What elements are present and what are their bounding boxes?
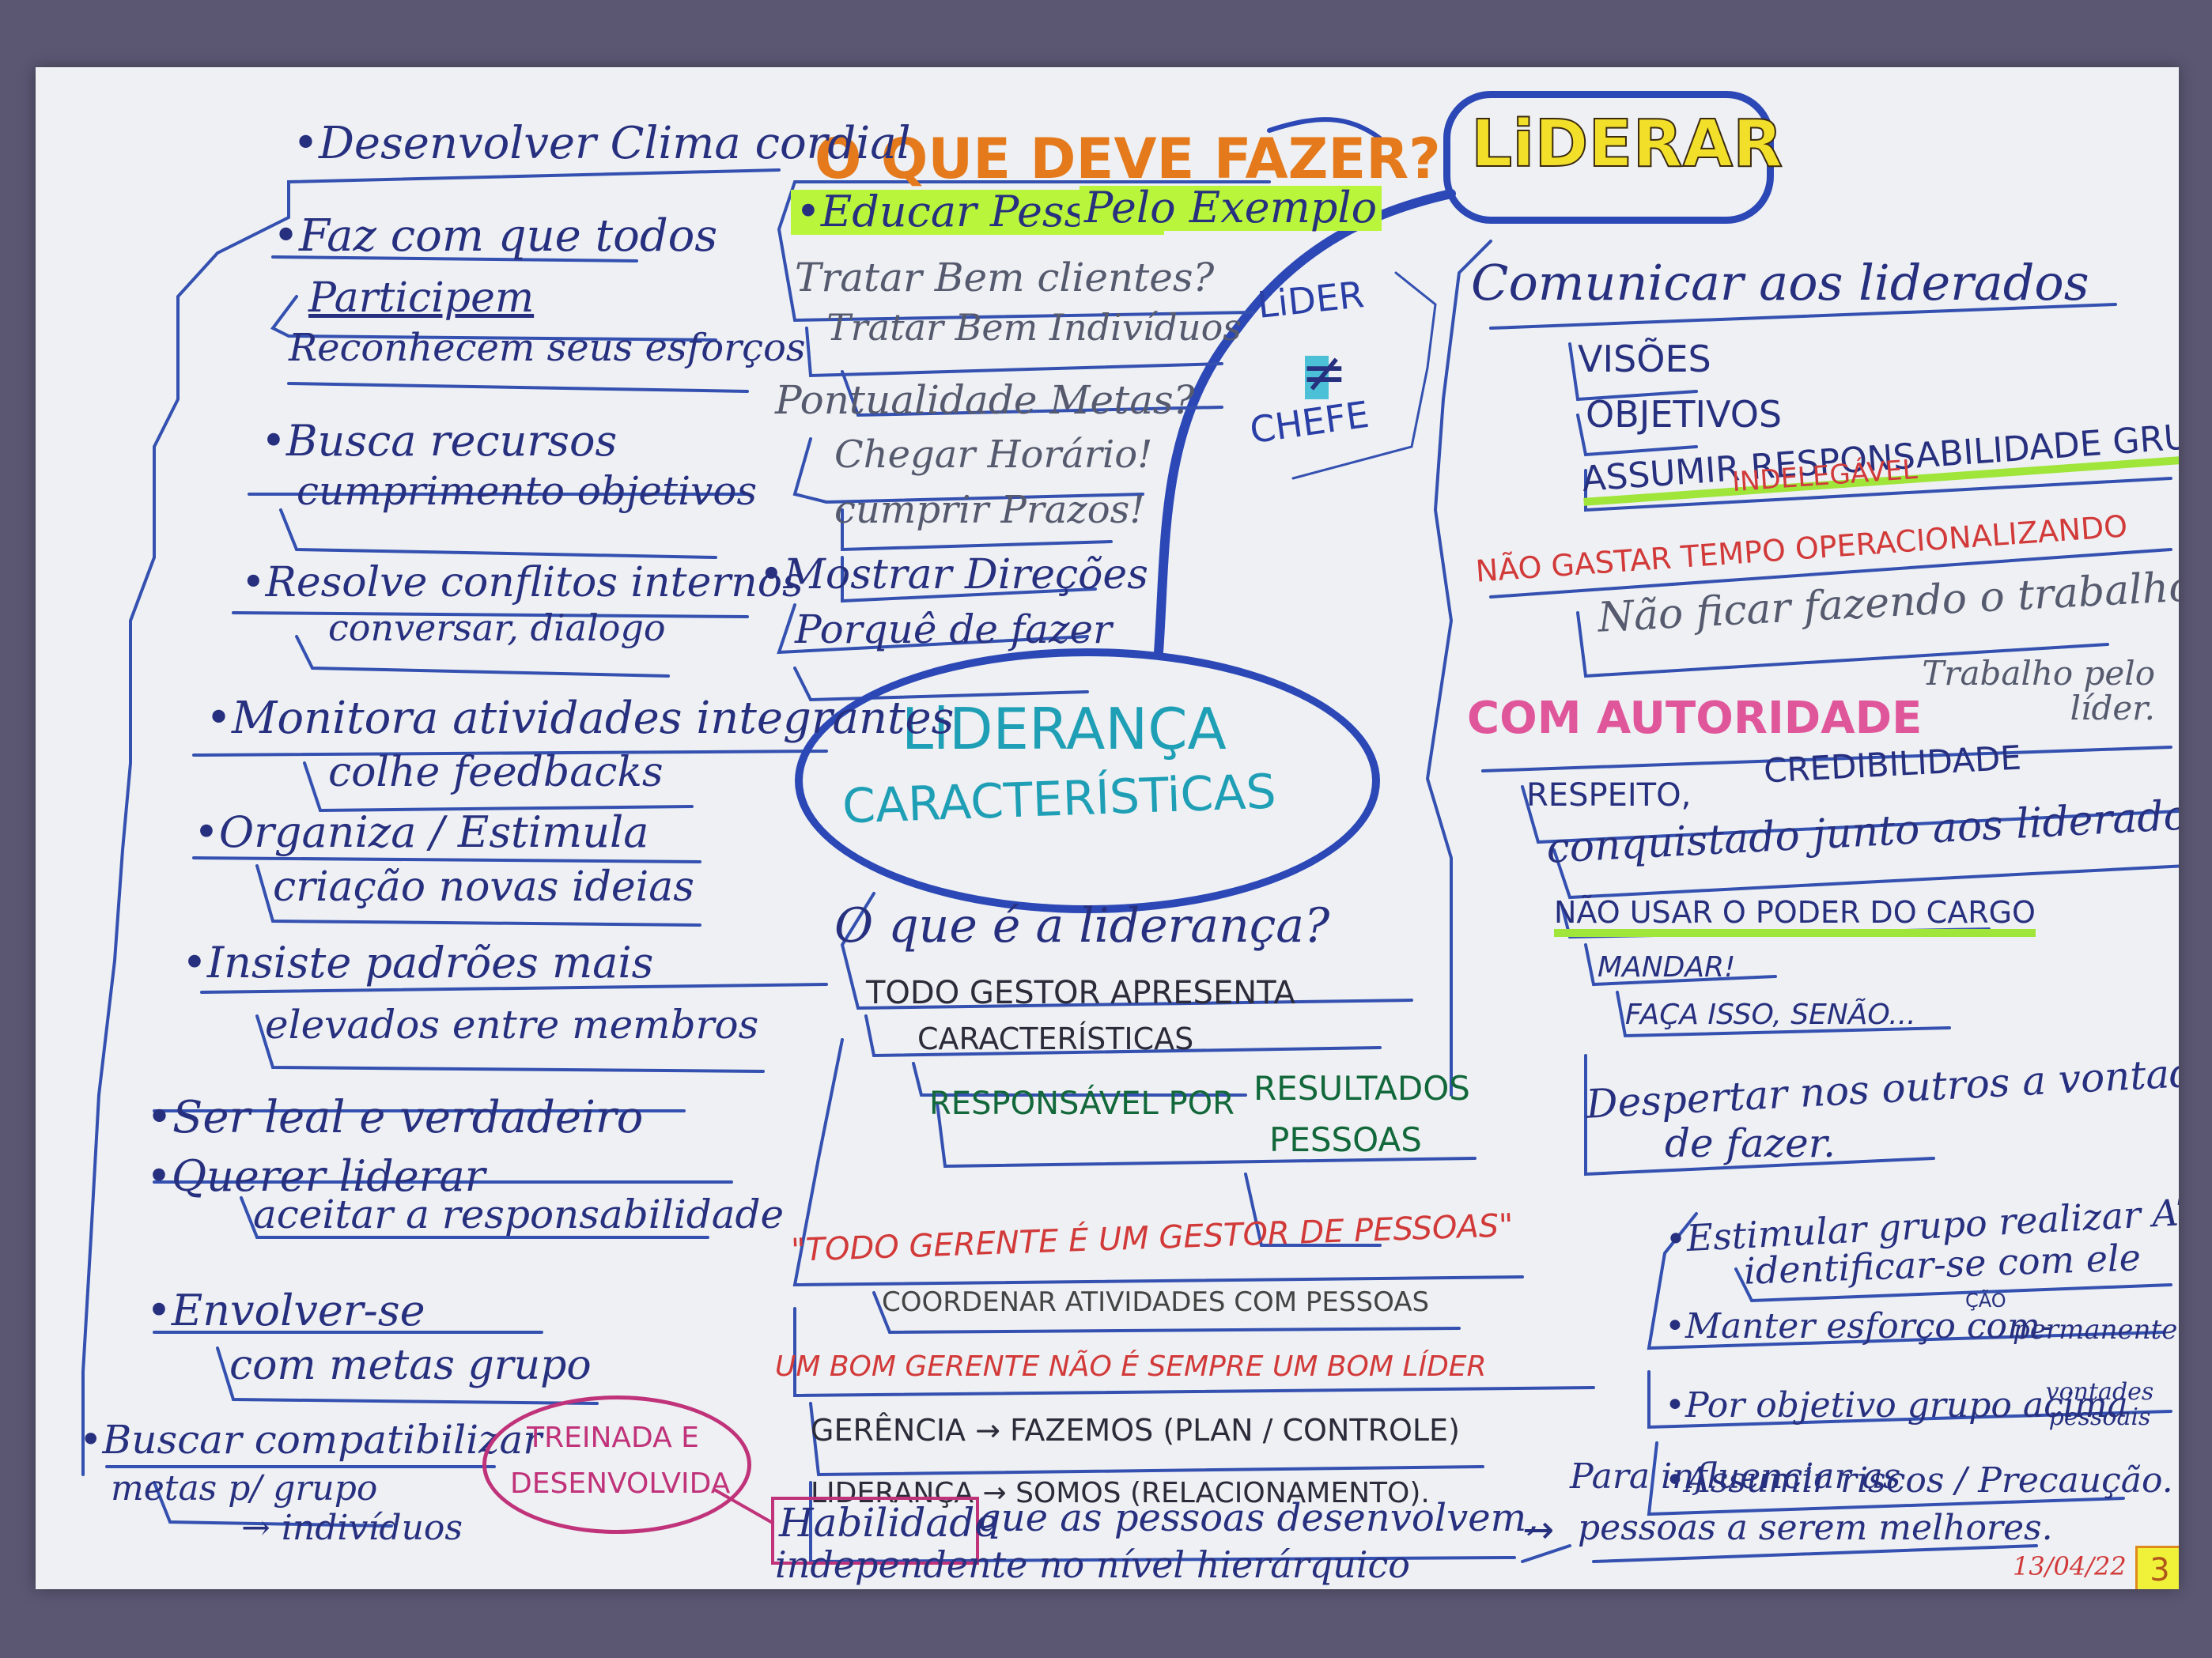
cumprir-prazos: cumprir Prazos! (834, 488, 1145, 532)
left-item-resolve: •Resolve conflitos internos (241, 559, 804, 606)
left-item-monitora: •Monitora atividades integrantes (206, 693, 955, 744)
pelo-exemplo: Pelo Exemplo (1080, 185, 1382, 231)
porque-fazer: Porquê de fazer (795, 606, 1112, 652)
left-sub-criacao: criação novas ideias (273, 863, 694, 911)
left-item-envolver: •Envolver-se (146, 1286, 425, 1335)
treinada-bubble (482, 1396, 751, 1534)
assumir-riscos: •Assumir riscos / Precaução. (1665, 1460, 2173, 1501)
not-equal-highlight (1305, 356, 1329, 399)
left-sub-metas-p-grupo: metas p/ grupo (111, 1468, 378, 1509)
left-sub-cumprimento: cumprimento objetivos (297, 468, 758, 514)
habilidade-rest: que as pessoas desenvolvem, (977, 1496, 1539, 1540)
lider-label: LiDER (1255, 273, 1367, 327)
habilidade-box (771, 1497, 979, 1565)
left-sub-conversar: conversar, dialogo (328, 606, 666, 649)
left-item-faz: •Faz com que todos (273, 210, 718, 262)
left-item-querer: •Querer liderar (146, 1151, 486, 1201)
left-item-busca: •Busca recursos (261, 416, 618, 466)
pontualidade-metas: Pontualidade Metas? (775, 377, 1195, 423)
left-item-leal: •Ser leal e verdadeiro (146, 1092, 644, 1143)
despertar-fazer: de fazer. (1665, 1120, 1836, 1166)
tratar-clientes: Tratar Bem clientes? (795, 255, 1215, 300)
manter-esforco: •Manter esforço com- (1665, 1306, 2052, 1346)
left-sub-feedbacks: colhe feedbacks (328, 749, 664, 796)
comunicar-liderados: Comunicar aos liderados (1471, 254, 2089, 312)
left-sub-individuos: → indivíduos (241, 1508, 463, 1548)
left-item-buscar: •Buscar compatibilizar (79, 1417, 543, 1463)
influenciar-line2: pessoas a serem melhores. (1578, 1508, 2053, 1548)
tratar-individuos: Tratar Bem Indivíduos (826, 306, 1242, 349)
manter-superscript: ÇÃO (1965, 1290, 2006, 1312)
independente-hierarquico: independente no nível hierárquico (775, 1543, 1410, 1586)
nao-usar-poder: NÃO USAR O PODER DO CARGO (1554, 897, 2036, 937)
paper-sheet: O QUE DEVE FAZER? LiDERAR LiDER ≠ CHEFE … (36, 67, 2179, 1589)
left-sub-reconhecem: Reconhecem seus esforços (289, 326, 806, 370)
left-item-insiste: •Insiste padrões mais (182, 938, 654, 988)
date-label: 13/04/22 (2013, 1551, 2127, 1581)
coordenar-atividades: COORDENAR ATIVIDADES COM PESSOAS (882, 1286, 1430, 1318)
com-autoridade: COM AUTORIDADE (1467, 693, 1923, 744)
visoes: VISÕES (1578, 338, 1711, 380)
gerencia-fazemos: GERÊNCIA → FAZEMOS (PLAN / CONTROLE) (811, 1413, 1460, 1448)
manter-permanente: permanente (2013, 1314, 2178, 1346)
trabalho-pelo-lider: Trabalho pelo líder. (1922, 654, 2155, 728)
center-node (795, 648, 1380, 913)
left-sub-metas-grupo: com metas grupo (229, 1342, 592, 1389)
not-equal-symbol: ≠ (1301, 340, 1348, 405)
left-item-organiza: •Organiza / Estimula (194, 807, 649, 857)
objetivos: OBJETIVOS (1586, 393, 1783, 436)
habilidade: Habilidade (779, 1500, 998, 1546)
caracteristicas: CARACTERÍSTICAS (917, 1022, 1194, 1056)
influenciar-line1: Para influenciar as (1570, 1456, 1901, 1497)
liderar-title: LiDERAR (1470, 107, 1783, 182)
lideranca-somos: LIDERANÇA → SOMOS (RELACIONAMENTO). (811, 1477, 1430, 1509)
left-item-clima: •Desenvolver Clima cordial (293, 118, 911, 169)
por-objetivo-grupo: •Por objetivo grupo acima (1665, 1385, 2128, 1426)
todo-gestor: TODO GESTOR APRESENTA (866, 975, 1295, 1011)
faca-isso-senao: FAÇA ISSO, SENÃO... (1625, 999, 1916, 1031)
mandar: MANDAR! (1598, 951, 1736, 984)
main-question: O QUE DEVE FAZER? (815, 127, 1441, 191)
treinada-text: TREINADA E DESENVOLVIDA (510, 1422, 731, 1500)
center-title: LiDERANÇA (902, 696, 1227, 762)
bom-gerente: UM BOM GERENTE NÃO É SEMPRE UM BOM LÍDER (775, 1350, 1487, 1383)
left-sub-elevados: elevados entre membros (265, 1002, 759, 1048)
pessoas: PESSOAS (1269, 1120, 1422, 1159)
liderar-box (1443, 91, 1774, 224)
resultados: RESULTADOS (1253, 1069, 1470, 1108)
responsavel-por: RESPONSÁVEL POR (929, 1086, 1235, 1122)
mostrar-direcoes: •Mostrar Direções (759, 551, 1148, 599)
o-que-e-lideranca: O que é a liderança? (834, 898, 1330, 954)
chegar-horario: Chegar Horário! (834, 432, 1153, 477)
arrow-to-influenciar: → (1522, 1508, 1555, 1552)
left-sub-aceitar: aceitar a responsabilidade (253, 1192, 785, 1237)
respeito: RESPEITO, (1526, 777, 1692, 814)
vontades-pessoais: vontades pessoais (2045, 1378, 2154, 1431)
mind-map-connectors (81, 117, 2179, 1564)
left-sub-participem: Participem (308, 274, 535, 322)
page-number-badge: 3 (2135, 1546, 2179, 1589)
